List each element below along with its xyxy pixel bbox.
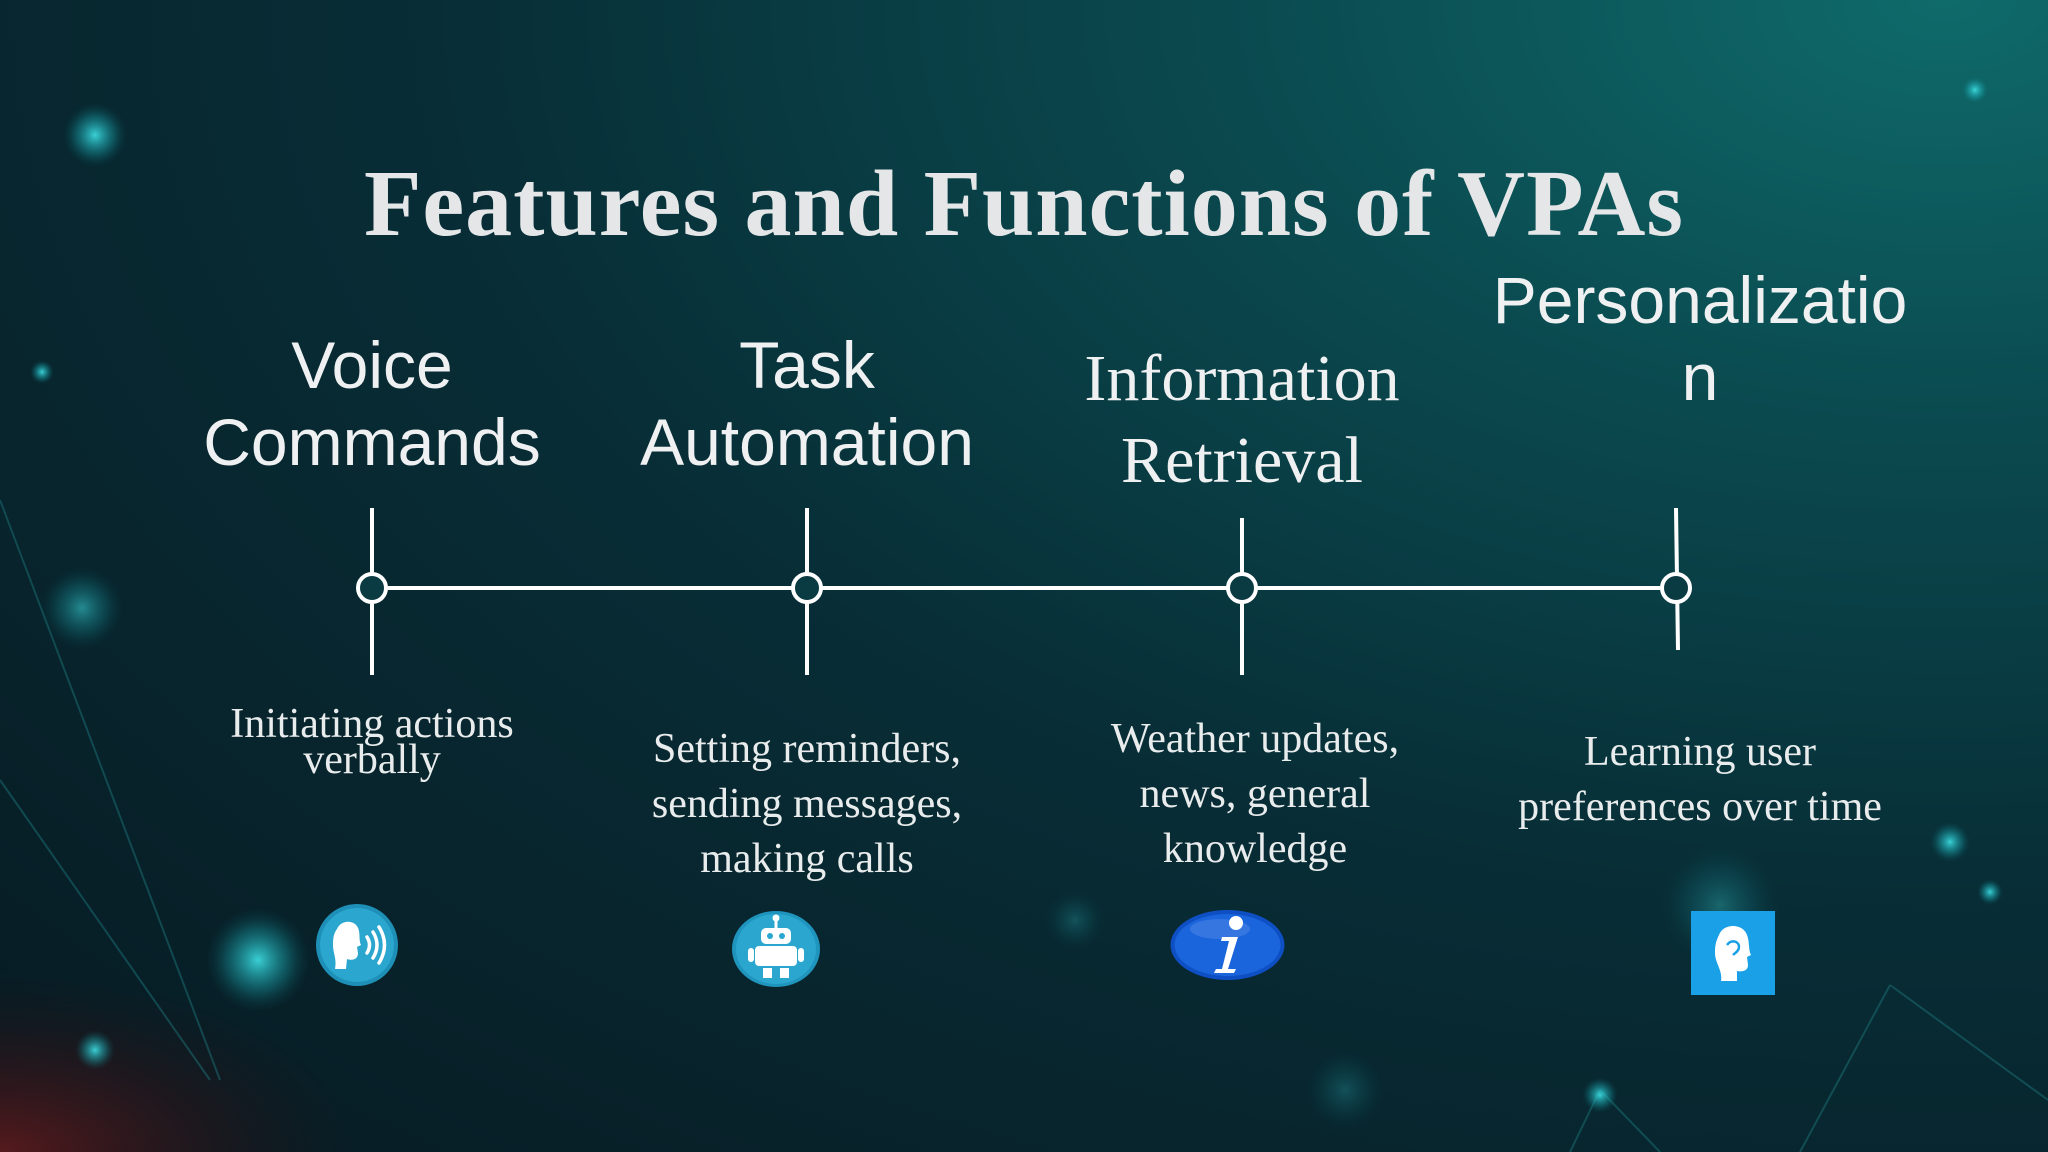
description-line: news, general: [1139, 771, 1371, 817]
description-line: knowledge: [1162, 826, 1348, 872]
heading-personalization: Personalizatio n: [1450, 262, 1950, 416]
heading-line: n: [1681, 340, 1719, 414]
description-line: Setting reminders,: [653, 726, 961, 772]
heading-line: Information: [1084, 342, 1400, 415]
description-line: making calls: [700, 836, 914, 882]
description-information-retrieval: Weather updates, news, general knowledge: [1045, 712, 1465, 877]
heading-voice-commands: Voice Commands: [172, 327, 572, 481]
heading-line: Retrieval: [1121, 424, 1363, 497]
heading-line: Automation: [640, 405, 974, 479]
description-line: preferences over time: [1518, 784, 1882, 830]
heading-line: Task: [739, 328, 875, 402]
heading-task-automation: Task Automation: [607, 327, 1007, 481]
description-line: sending messages,: [651, 781, 963, 827]
heading-information-retrieval: Information Retrieval: [1042, 338, 1442, 502]
description-personalization: Learning user preferences over time: [1450, 725, 1950, 835]
robot-icon: [732, 911, 820, 987]
speaking-head-icon: [316, 904, 398, 986]
description-voice-commands: Initiating actions verbally: [172, 701, 572, 783]
heading-line: Personalizatio: [1492, 263, 1908, 337]
heading-line: Commands: [203, 405, 541, 479]
description-line: Learning user: [1583, 729, 1817, 775]
heading-line: Voice: [291, 328, 453, 402]
slide-title: Features and Functions of VPAs: [364, 152, 1684, 256]
description-line: Initiating actions: [230, 701, 514, 747]
info-icon: [1170, 910, 1285, 980]
description-line: Weather updates,: [1110, 716, 1400, 762]
head-profile-icon: [1691, 911, 1775, 995]
description-line: verbally: [303, 737, 441, 783]
description-task-automation: Setting reminders, sending messages, mak…: [597, 722, 1017, 887]
